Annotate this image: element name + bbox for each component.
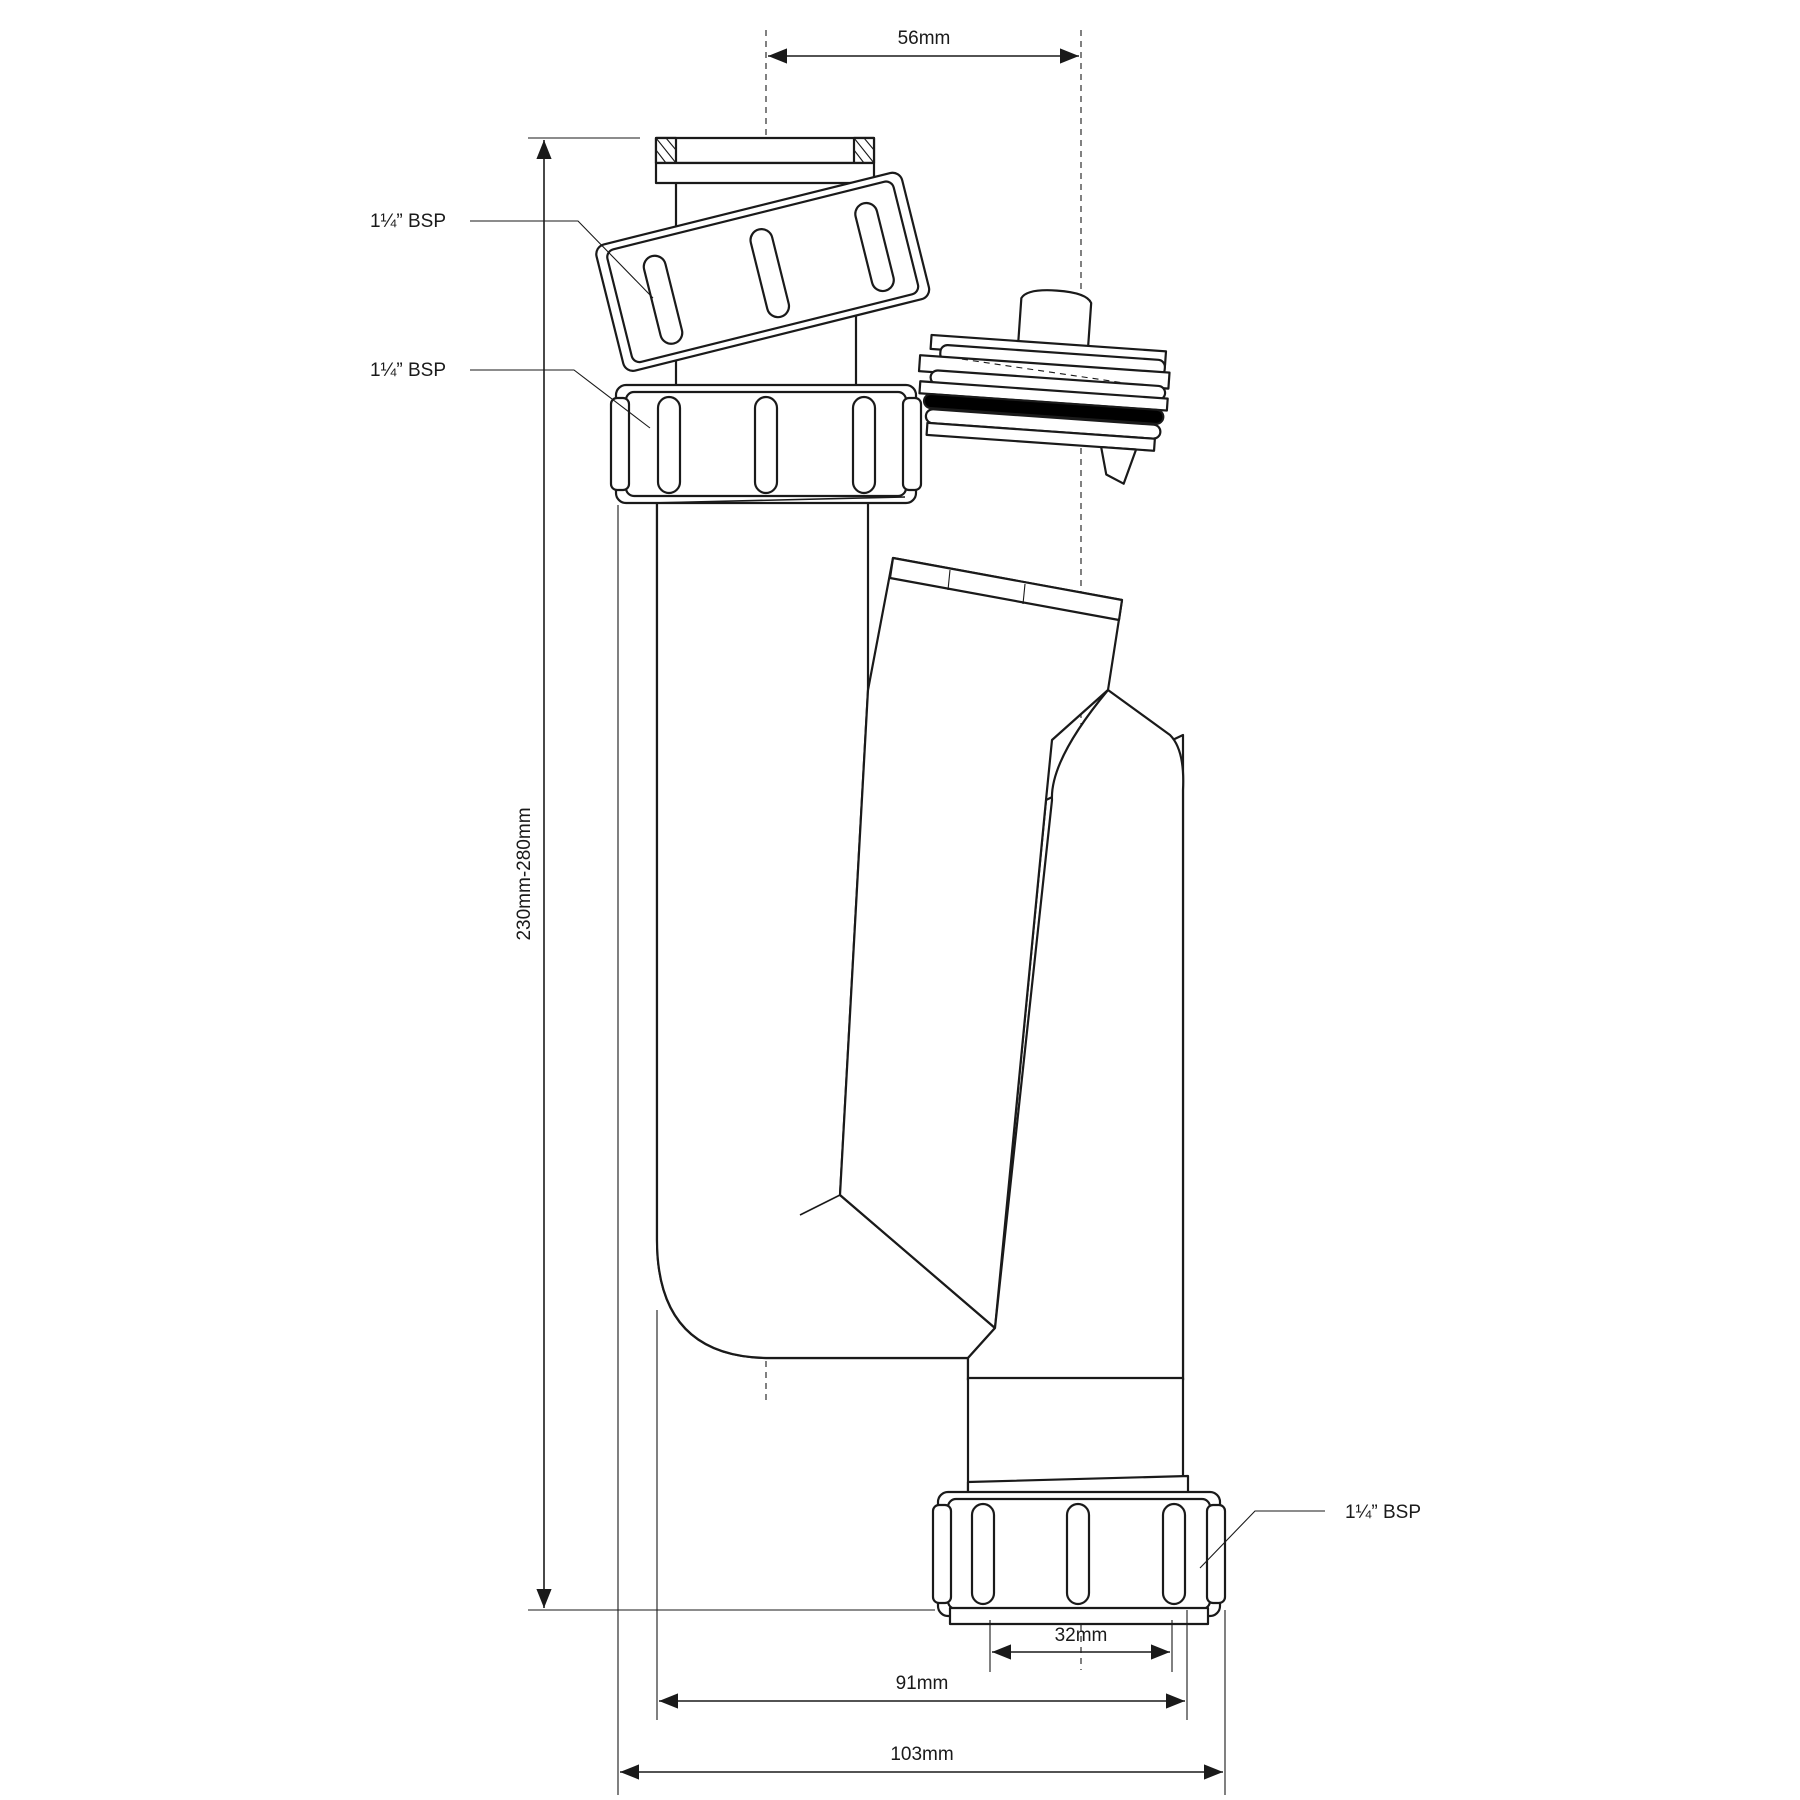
dim-label-height: 230mm-280mm [514,807,535,940]
dim-label-centres: 56mm [898,28,951,49]
middle-nut [609,383,923,505]
access-cap [917,289,1171,485]
angled-branch [838,556,1185,1382]
inlet-flange [654,136,876,185]
label-middle-nut: 1¼” BSP [370,360,446,381]
label-bottom-nut: 1¼” BSP [1345,1502,1421,1523]
leader-middle-nut [470,369,651,429]
dim-label-overall-width: 103mm [890,1744,953,1765]
top-nut [595,171,931,372]
label-top-nut: 1¼” BSP [370,211,446,232]
outlet-tail [966,1376,1190,1502]
dim-label-body-width: 91mm [896,1673,949,1694]
dim-label-outlet: 32mm [1055,1625,1108,1646]
leader-bottom-nut [1199,1510,1325,1569]
bottom-nut [931,1490,1227,1626]
leader-top-nut [470,220,654,299]
